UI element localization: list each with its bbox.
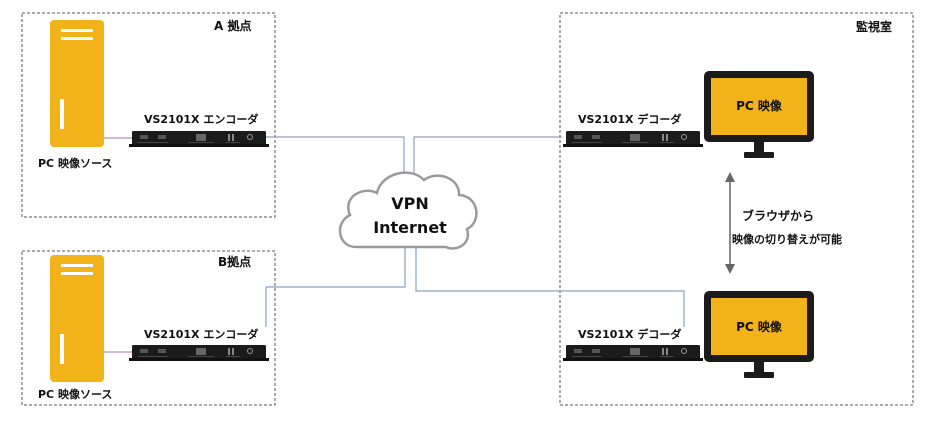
decoder-device-top <box>562 130 704 148</box>
site-b-box <box>21 250 276 406</box>
encoder-device-b <box>128 344 270 362</box>
cloud-line2: Internet <box>373 218 447 237</box>
site-a-title: A 拠点 <box>214 18 251 33</box>
monitor-bottom <box>704 291 814 378</box>
site-b-title: B拠点 <box>218 254 251 269</box>
link-encoder-b <box>265 248 406 327</box>
monitor-top <box>704 71 814 158</box>
monitor-bottom-text: PC 映像 <box>736 319 783 334</box>
link-encoder-a <box>265 136 405 188</box>
link-decoder-bottom <box>415 248 685 327</box>
pc-tower-b <box>50 255 104 382</box>
monitor-top-text: PC 映像 <box>736 98 783 113</box>
monitoring-room-title: 監視室 <box>856 19 892 34</box>
decoder-device-bottom <box>562 344 704 362</box>
monitoring-room-box <box>559 12 914 406</box>
switch-double-arrow <box>725 172 735 274</box>
cloud-line1: VPN <box>391 194 429 213</box>
vpn-cloud <box>338 171 478 250</box>
decoder-bottom-label: VS2101X デコーダ <box>578 327 681 341</box>
pc-tower-a <box>50 20 104 147</box>
switch-note-line2: 映像の切り替えが可能 <box>732 232 842 246</box>
site-a-box <box>21 12 276 218</box>
switch-note-line1: ブラウザから <box>742 208 814 223</box>
site-a-source-label: PC 映像ソース <box>38 156 112 170</box>
decoder-top-label: VS2101X デコーダ <box>578 112 681 126</box>
encoder-device-a <box>128 130 270 148</box>
site-a-encoder-label: VS2101X エンコーダ <box>144 112 258 126</box>
site-b-source-label: PC 映像ソース <box>38 387 112 401</box>
site-b-encoder-label: VS2101X エンコーダ <box>144 327 258 341</box>
network-links <box>265 136 685 327</box>
link-decoder-top <box>413 136 562 188</box>
